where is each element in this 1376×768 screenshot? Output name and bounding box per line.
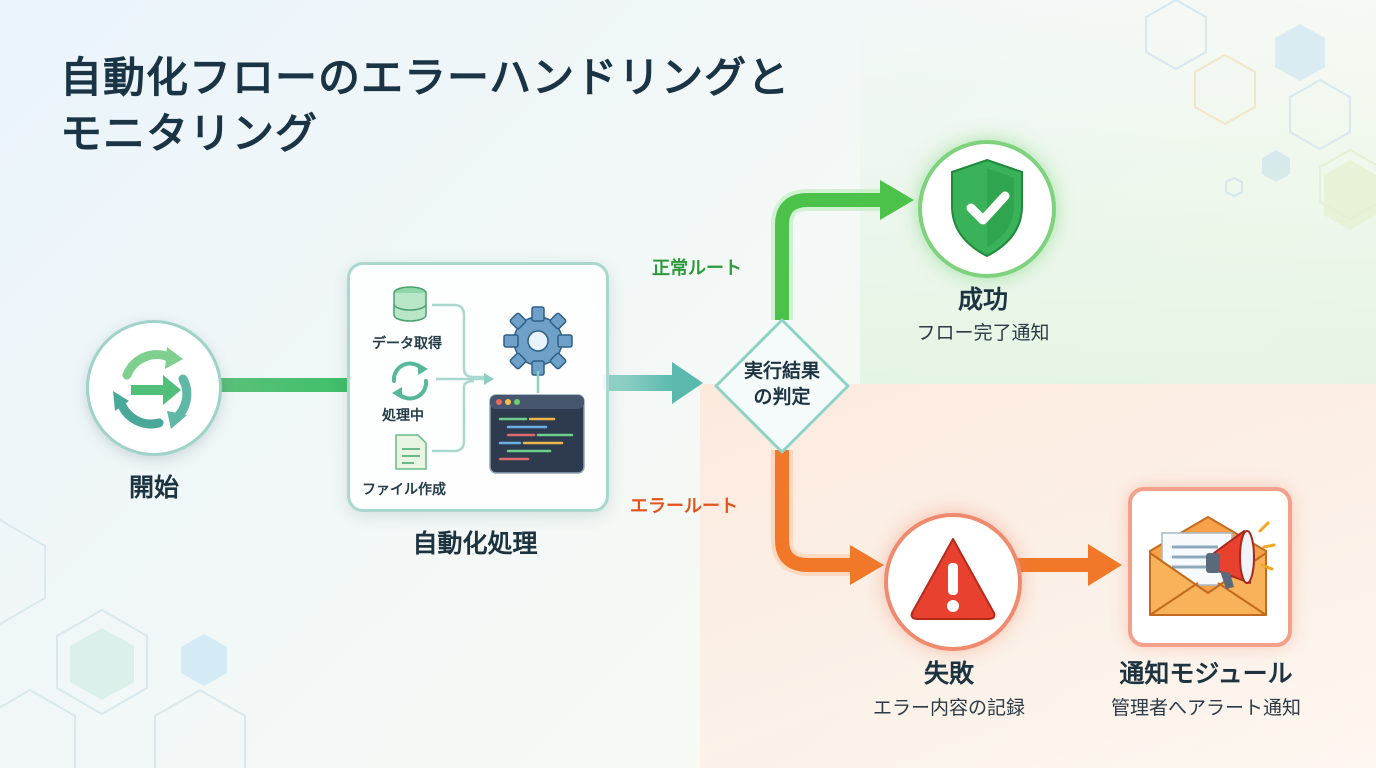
start-label: 開始 [128, 473, 179, 502]
title-line-1: 自動化フローのエラーハンドリングと [60, 53, 791, 102]
page-title: 自動化フローのエラーハンドリングと モニタリング [60, 50, 790, 162]
decision-label-line-1: 実行結果 [743, 360, 820, 382]
failure-title: 失敗 [923, 659, 974, 688]
database-icon [393, 286, 427, 322]
code-window-icon [489, 394, 585, 474]
decision-node: 実行結果 の判定 [712, 316, 852, 456]
step-label-data: データ取得 [372, 336, 442, 352]
connector-error-route [771, 450, 884, 585]
shield-check-icon [951, 158, 1023, 258]
megaphone-icon [1206, 530, 1255, 589]
gear-icon [503, 306, 573, 376]
decision-diamond-shape [714, 318, 850, 454]
process-label: 自動化処理 [412, 529, 538, 558]
connector-success-route [771, 180, 914, 320]
notification-title: 通知モジュール [1119, 659, 1293, 688]
connector-start-to-process [216, 378, 349, 392]
process-icons [391, 286, 585, 474]
document-icon [395, 434, 427, 470]
success-route-label: 正常ルート [652, 258, 742, 279]
process-panel: データ取得 処理中 ファイル作成 [347, 262, 609, 512]
success-subtitle: フロー完了通知 [916, 322, 1050, 344]
success-title: 成功 [957, 285, 1008, 314]
notification-node [1128, 487, 1292, 647]
step-label-processing: 処理中 [382, 408, 424, 424]
decision-label-line-2: の判定 [753, 386, 811, 408]
start-node [86, 320, 222, 456]
title-line-2: モニタリング [60, 109, 319, 158]
connector-failure-to-notify [1016, 544, 1122, 586]
success-node [918, 140, 1056, 278]
envelope-megaphone-icon [1149, 516, 1276, 616]
step-label-file: ファイル作成 [362, 482, 446, 498]
error-route-label: エラールート [630, 496, 738, 517]
failure-node [884, 513, 1022, 651]
failure-subtitle: エラー内容の記録 [872, 697, 1025, 719]
connector-process-to-decision [603, 362, 703, 404]
decision-label: 実行結果 の判定 [728, 358, 836, 410]
warning-triangle-icon [910, 538, 996, 620]
cycle-arrows-icon [113, 347, 192, 429]
notification-subtitle: 管理者へアラート通知 [1110, 697, 1301, 719]
